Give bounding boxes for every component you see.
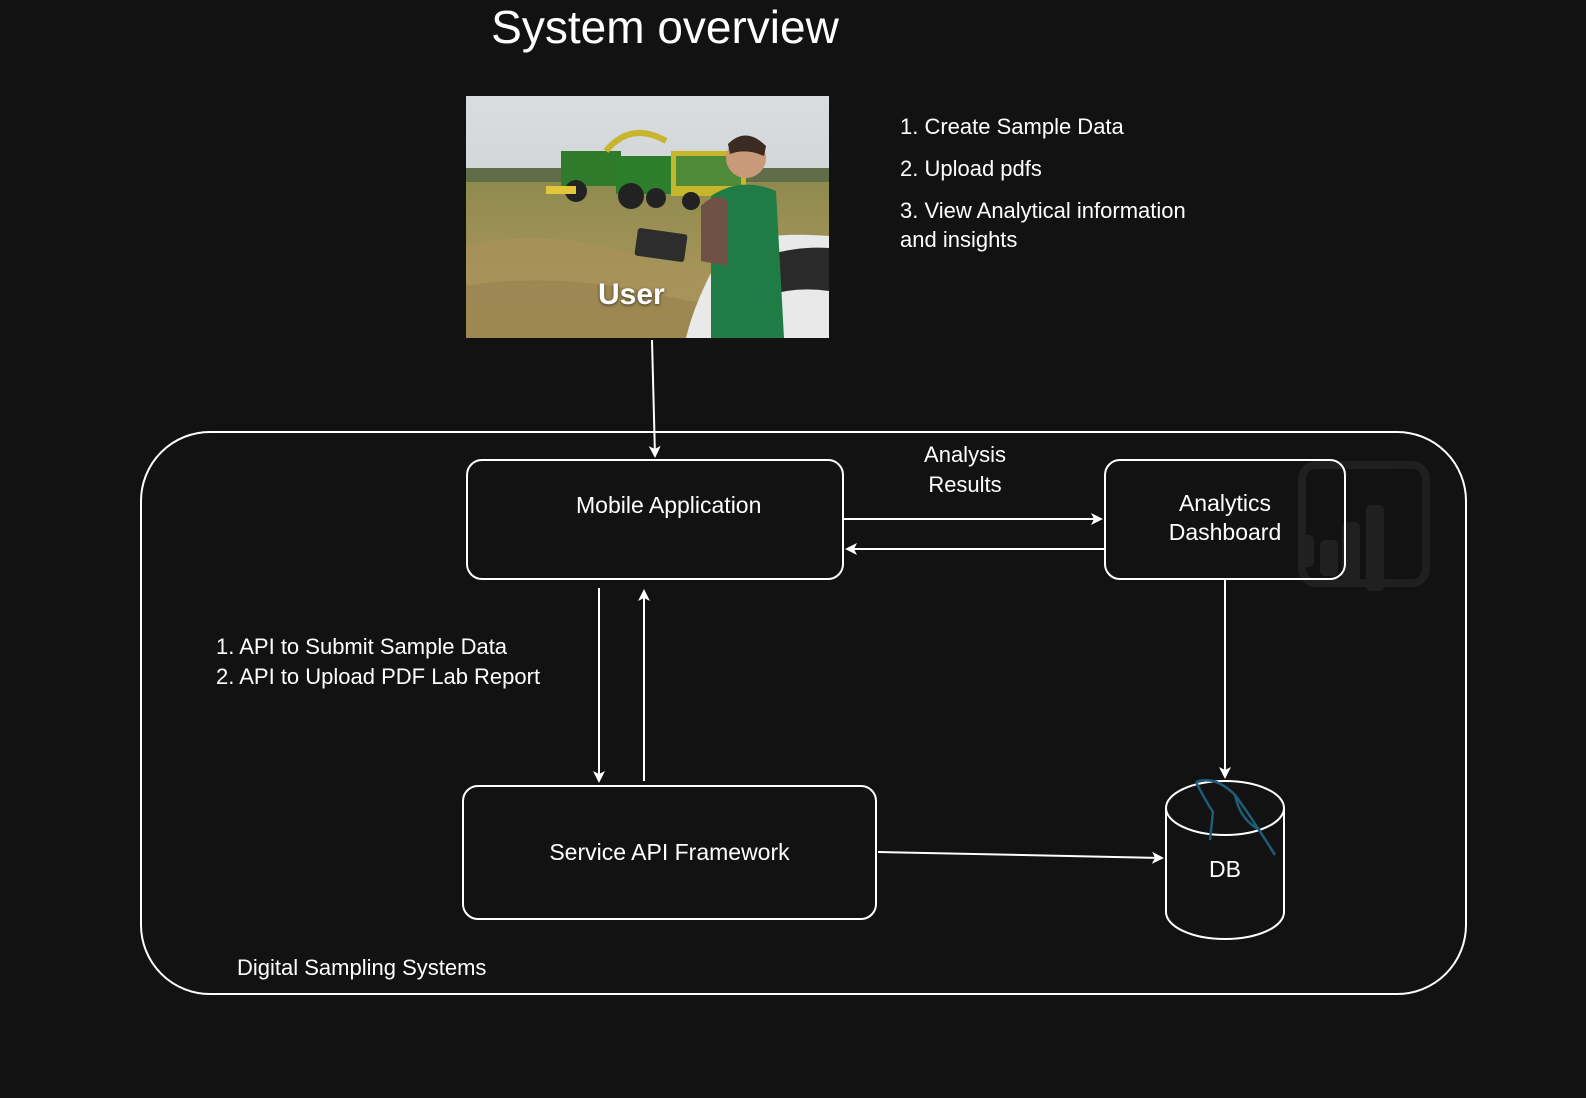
service-api-framework-box: [462, 785, 877, 920]
analytics-dashboard-box: [1104, 459, 1346, 580]
user-step: 3. View Analytical information and insig…: [900, 198, 1186, 252]
api-notes-label: 1. API to Submit Sample Data 2. API to U…: [216, 634, 541, 689]
mobile-application-box: [466, 459, 844, 580]
user-step: 2. Upload pdfs: [900, 156, 1042, 181]
system-boundary: [140, 431, 1467, 995]
mysql-dolphin-icon: [1194, 778, 1277, 856]
user-label: User: [598, 278, 665, 311]
diagram-title: System overview: [491, 1, 839, 53]
system-boundary-label: Digital Sampling Systems: [237, 955, 487, 980]
service-api-framework-label: Service API Framework: [549, 839, 790, 865]
user-step: 1. Create Sample Data: [900, 114, 1124, 139]
arrow-user-to-mobile: [648, 339, 661, 458]
db-label: DB: [1209, 856, 1241, 882]
analysis-results-label: Analysis Results: [924, 442, 1006, 497]
user-photo: [466, 96, 829, 338]
analytics-dashboard-label: Analytics Dashboard: [1168, 490, 1282, 545]
mobile-application-label: Mobile Application: [576, 492, 762, 518]
powerbi-logo-icon: [1298, 461, 1430, 591]
arrow-service-to-db: [877, 851, 1164, 864]
user-steps-list: 1. Create Sample Data 2. Upload pdfs 3. …: [900, 112, 1186, 267]
